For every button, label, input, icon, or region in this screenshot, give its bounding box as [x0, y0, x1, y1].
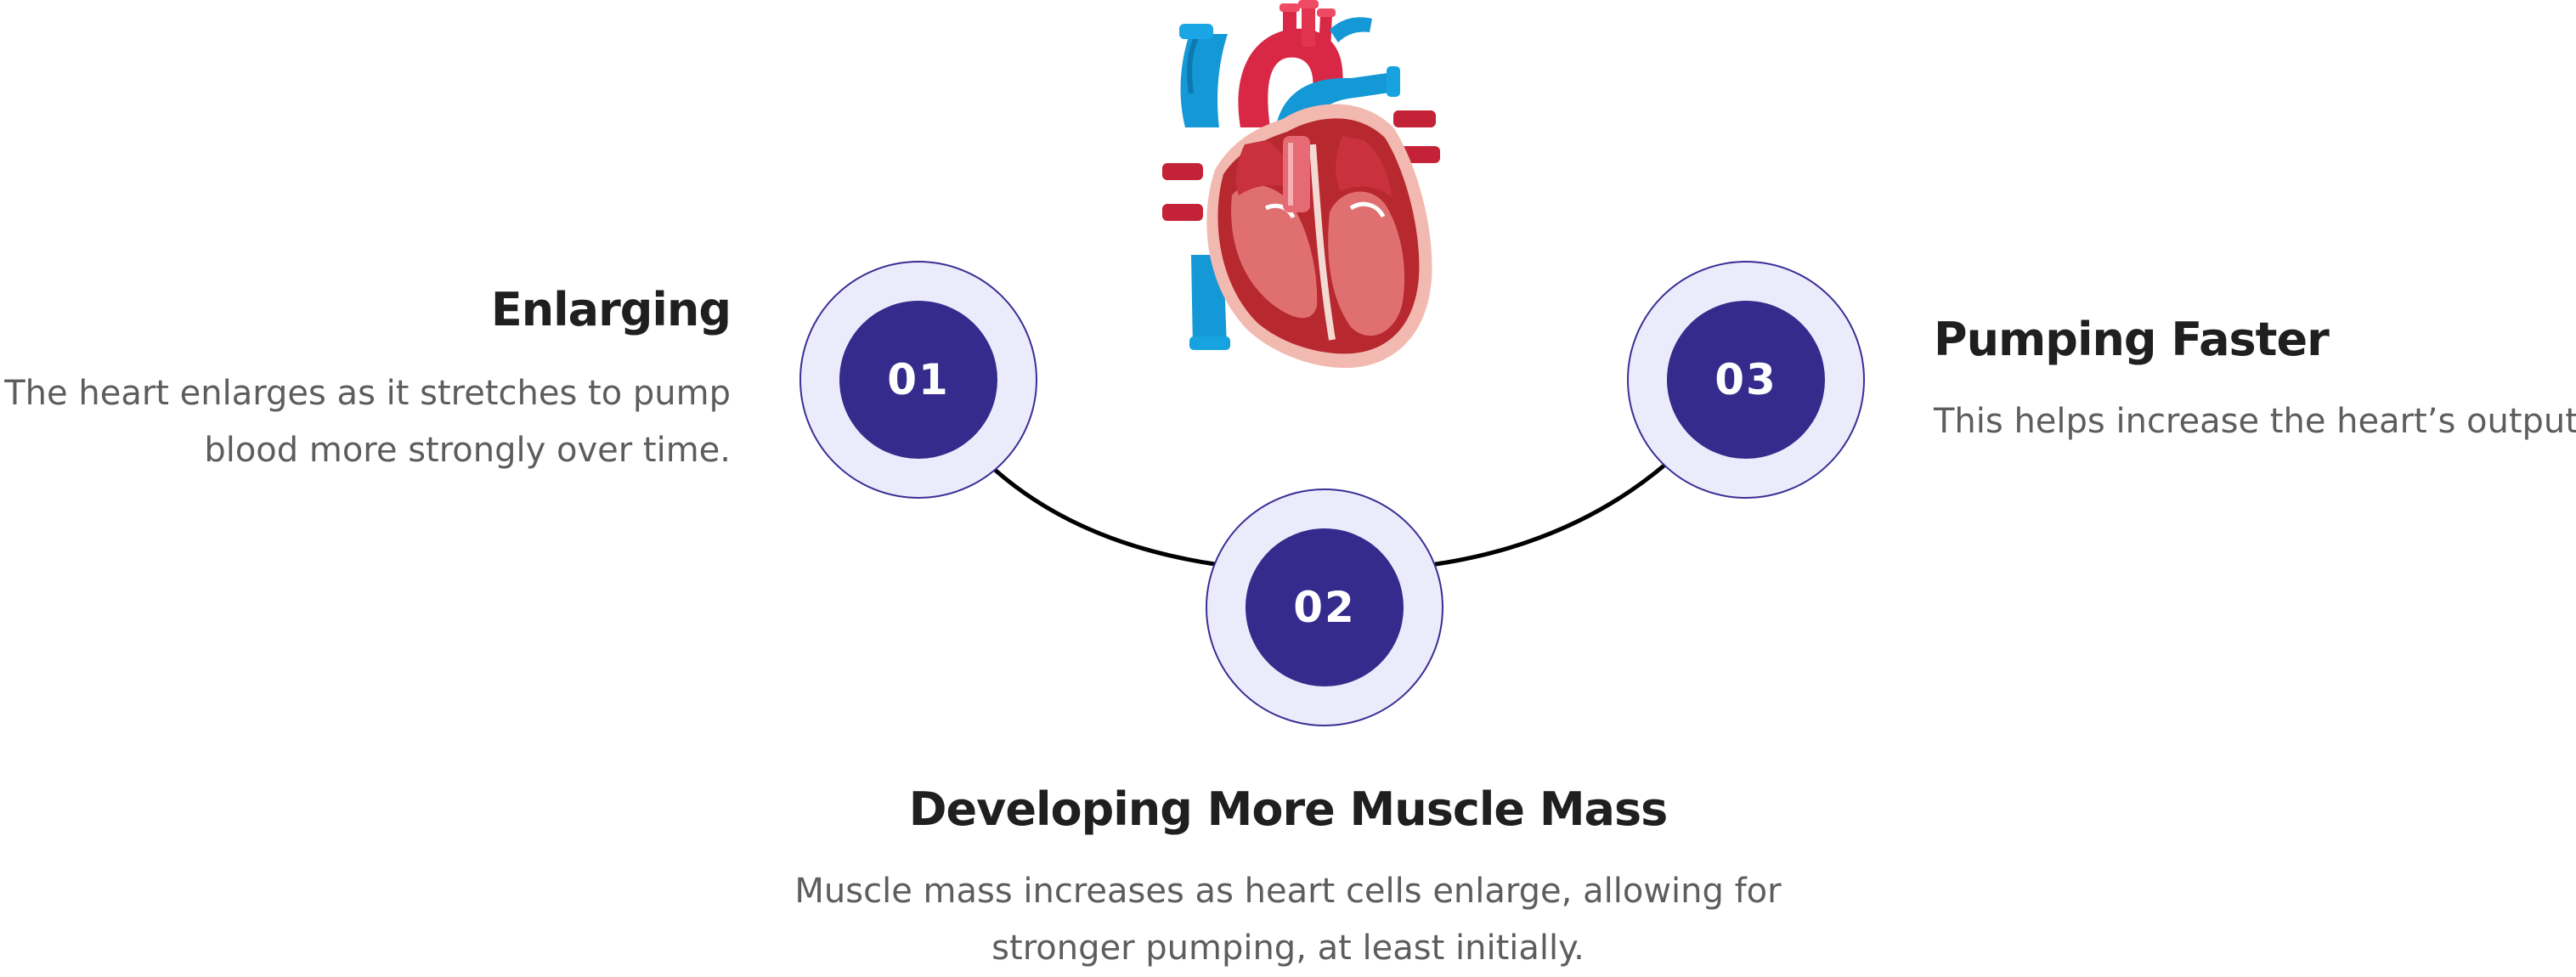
step-02-circle: 02	[1206, 488, 1443, 726]
step-02-number: 02	[1293, 583, 1356, 632]
step-03-circle: 03	[1627, 261, 1865, 499]
step-01-title: Enlarging	[490, 283, 732, 336]
step-01-number: 01	[887, 355, 950, 404]
step-03-description: This helps increase the heart’s output.	[1934, 402, 2576, 441]
heart-anatomy-icon	[1162, 0, 1440, 369]
connector-arc-right	[1433, 461, 1669, 567]
step-02-description: Muscle mass increases as heart cells enl…	[794, 872, 1782, 968]
step-01-description: The heart enlarges as it stretches to pu…	[4, 374, 731, 470]
step-01-circle: 01	[799, 261, 1037, 499]
step-03-title: Pumping Faster	[1934, 313, 2330, 366]
step-02-title: Developing More Muscle Mass	[908, 782, 1669, 836]
step-03-number: 03	[1715, 355, 1777, 404]
connector-arc-left	[992, 467, 1217, 567]
step-02-badge: 02	[1246, 528, 1404, 686]
step-01-badge: 01	[839, 301, 997, 459]
step-03-badge: 03	[1667, 301, 1825, 459]
